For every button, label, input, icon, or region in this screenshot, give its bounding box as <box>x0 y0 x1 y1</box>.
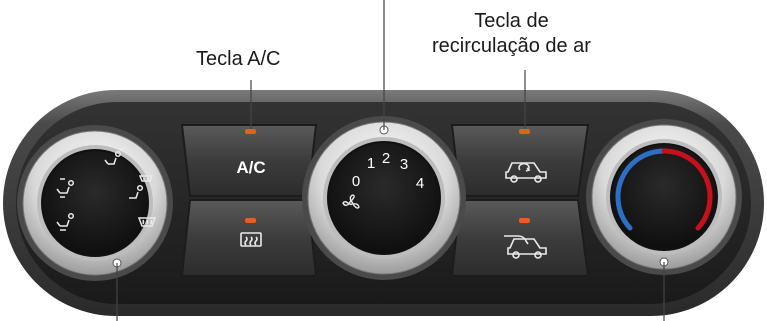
defrost-windshield-icon <box>137 217 157 227</box>
rear-defrost-button[interactable] <box>180 199 318 277</box>
fresh-air-button[interactable] <box>450 199 590 277</box>
fan-speed-4: 4 <box>416 175 424 192</box>
fan-icon <box>342 194 360 209</box>
fresh-air-indicator-led <box>519 218 530 223</box>
fan-speed-knob[interactable] <box>302 116 466 280</box>
rear-defrost-indicator-led <box>245 218 256 223</box>
fresh-air-car-icon <box>504 235 547 259</box>
face-vent-icon <box>104 146 127 165</box>
fan-speed-3: 3 <box>400 156 408 173</box>
callout-recirculation-line2: recirculação de ar <box>432 35 591 57</box>
recirculation-indicator-led <box>519 129 530 134</box>
rear-defrost-icon <box>240 232 262 247</box>
temperature-hot-arc <box>661 148 713 231</box>
face-feet-vent-icon <box>56 178 75 198</box>
fan-speed-2: 2 <box>382 150 390 167</box>
feet-vent-icon <box>56 212 75 231</box>
ac-button-label: A/C <box>236 158 265 177</box>
recirculation-button[interactable] <box>450 124 590 197</box>
temperature-cold-arc <box>615 148 667 231</box>
mode-knob[interactable] <box>17 125 173 281</box>
feet-defrost-icon <box>129 175 154 199</box>
fan-speed-0: 0 <box>352 173 360 190</box>
callout-ac-button: Tecla A/C <box>196 48 281 70</box>
temperature-knob[interactable] <box>586 119 742 275</box>
ac-indicator-led <box>245 129 256 134</box>
fan-speed-1: 1 <box>367 155 375 172</box>
recirculation-car-icon <box>505 162 547 183</box>
callout-recirculation-line1: Tecla de <box>474 10 549 32</box>
callout-recirculation-button: Tecla de recirculação de ar <box>432 9 591 59</box>
